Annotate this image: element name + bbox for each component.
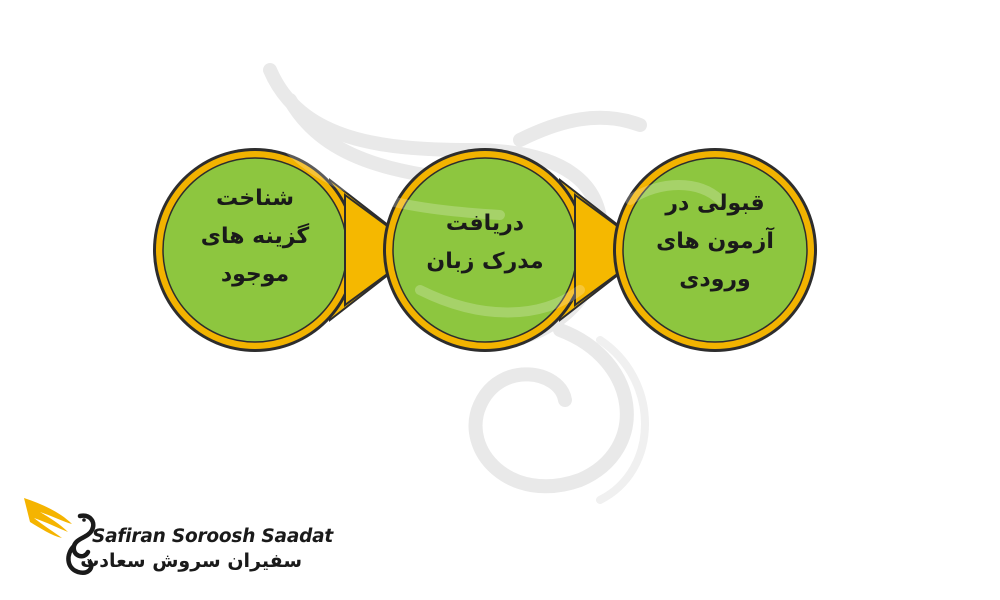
step-circle-1 <box>153 148 357 352</box>
step-circle-2 <box>383 148 587 352</box>
step-label-2: دریافت مدرک زبان <box>426 211 544 274</box>
brand-name-persian: سفیران سروش سعادت <box>80 550 302 572</box>
arrow-tip-2 <box>574 193 652 307</box>
step-label-3: قبولی در آزمون های ورودی <box>656 191 774 292</box>
brand-logo: Safiran Soroosh Saadat سفیران سروش سعادت <box>22 494 333 584</box>
step-circle-3 <box>613 148 817 352</box>
wing-logo-icon <box>24 498 96 575</box>
brand-name-english: Safiran Soroosh Saadat <box>92 526 334 547</box>
step-label-1: شناخت گزینه های موجود <box>200 186 310 287</box>
arrow-tip-1 <box>344 193 422 307</box>
